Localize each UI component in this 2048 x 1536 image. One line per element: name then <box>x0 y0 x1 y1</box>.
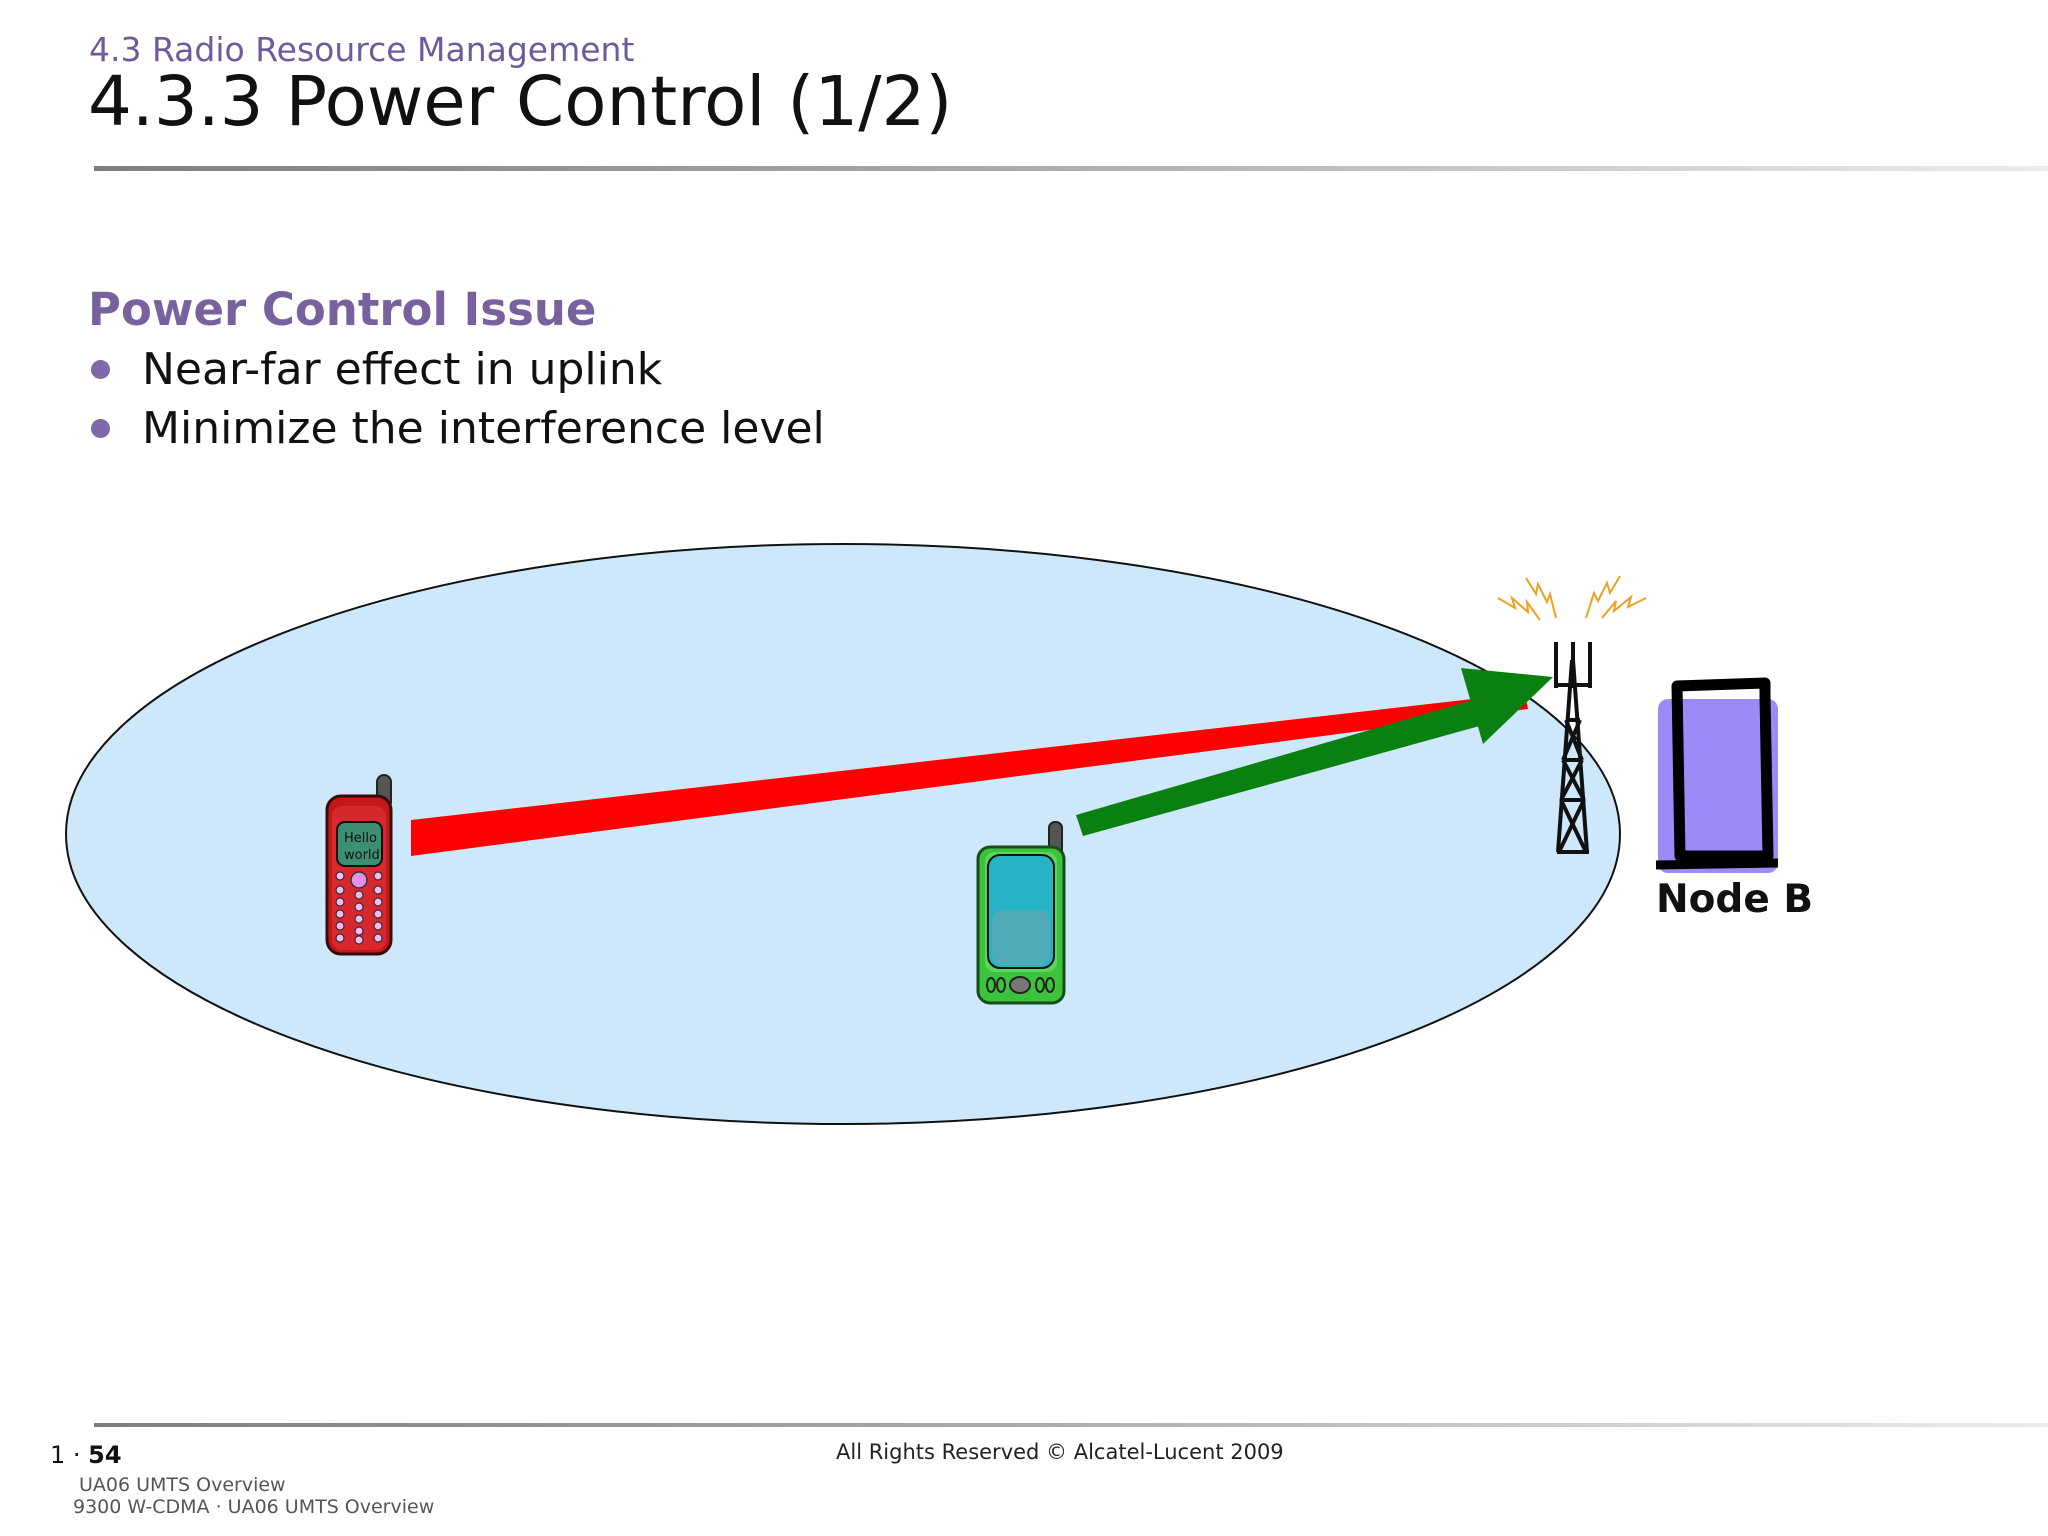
bullet-item: Near-far effect in uplink <box>88 340 825 399</box>
bullet-text: Near-far effect in uplink <box>142 344 663 395</box>
section-heading: Power Control Issue <box>88 283 597 336</box>
node-b-label: Node B <box>1656 877 1814 922</box>
phone-screen-line-2: world <box>344 848 380 863</box>
signal-lightning-icon <box>1497 575 1647 621</box>
bullet-dot-icon <box>91 360 110 379</box>
bullet-dot-icon <box>91 419 110 438</box>
near-ue-uplink-arrow <box>1076 668 1553 836</box>
bullet-list: Near-far effect in uplink Minimize the i… <box>88 340 825 458</box>
bullet-item: Minimize the interference level <box>88 399 825 458</box>
antenna-tower-icon <box>1554 642 1592 854</box>
footer-course-title: UA06 UMTS Overview <box>79 1474 286 1496</box>
page-number-value: 54 <box>88 1441 122 1469</box>
footer-course-subtitle: 9300 W-CDMA · UA06 UMTS Overview <box>73 1496 435 1518</box>
breadcrumb: 4.3 Radio Resource Management <box>89 30 635 69</box>
footer-divider <box>94 1423 2048 1427</box>
copyright-notice: All Rights Reserved © Alcatel-Lucent 200… <box>836 1440 1284 1464</box>
node-b-cabinet-icon <box>1655 677 1779 873</box>
mobile-phone-red-icon: Hello world <box>325 774 393 956</box>
page-number: 1 · 54 <box>50 1441 122 1469</box>
mobile-phone-green-icon <box>976 821 1066 1005</box>
far-ue-uplink-arrow <box>411 693 1528 856</box>
cell-coverage-area <box>65 543 1621 1125</box>
bullet-text: Minimize the interference level <box>142 403 825 454</box>
phone-screen-line-1: Hello <box>344 831 377 846</box>
header-divider <box>94 166 2048 171</box>
page-title: 4.3.3 Power Control (1/2) <box>88 62 953 142</box>
page-number-prefix: 1 · <box>50 1441 89 1469</box>
